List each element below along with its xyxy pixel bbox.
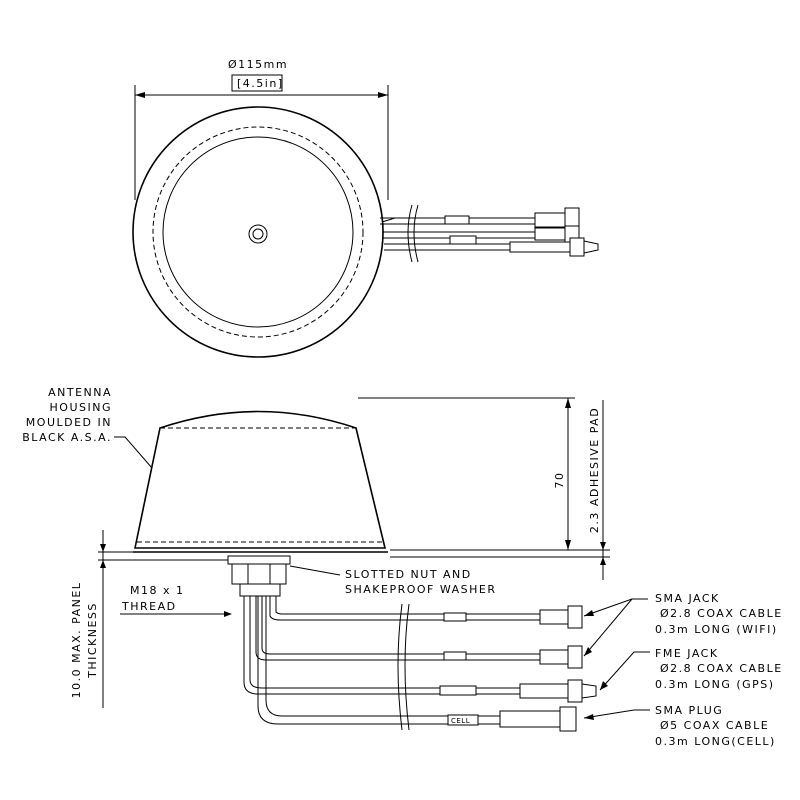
leader-wifi-2-arrow [584, 647, 592, 656]
housing-label-1: ANTENNA [48, 386, 112, 399]
side-view: 70 2.3 ADHESIVE PAD ANTENNA HOUSING MOUL… [22, 386, 783, 748]
connector-sma-jack [539, 609, 569, 625]
pad-arrow-bottom [600, 557, 606, 565]
center-nut-outer [248, 224, 268, 244]
panel-label-1: 10.0 MAX. PANEL [70, 582, 83, 699]
wifi-label-3: 0.3m LONG (WIFI) [655, 623, 778, 636]
break-mark-top-a [407, 204, 413, 263]
leader-wifi-2 [583, 598, 633, 657]
housing-dome [134, 410, 387, 549]
diameter-in-label: [4.5in] [237, 77, 284, 90]
connector-top-2 [534, 227, 566, 241]
housing-inner-dashed-circle [152, 126, 364, 338]
wifi-label-2: Ø2.8 COAX CABLE [660, 607, 783, 620]
leader-gps [599, 651, 650, 691]
housing-label-4: BLACK A.S.A. [22, 431, 112, 444]
top-view: Ø115mm [4.5in] [132, 58, 599, 358]
cable-cell-a [265, 596, 500, 717]
connector-top-1 [534, 212, 566, 228]
height-arrow-top [565, 398, 571, 408]
nut-label-2: SHAKEPROOF WASHER [345, 583, 497, 596]
height-label: 70 [553, 472, 566, 489]
wifi-label-1: SMA JACK [655, 592, 720, 605]
leader-wifi [583, 598, 648, 617]
cable-tag-top-1 [444, 215, 470, 225]
connector-fme-jack [519, 683, 569, 699]
connector-sma-jack-2-nut [567, 645, 583, 669]
diameter-in-box [231, 74, 283, 92]
break-mark-top-b [413, 204, 419, 263]
break-mark-b [404, 603, 410, 731]
connector-fme-jack-nut [567, 679, 583, 703]
connector-top-3 [509, 241, 571, 253]
connector-top-3-tip [583, 240, 599, 254]
tag-gps [439, 685, 477, 696]
housing-label-2: HOUSING [50, 401, 112, 414]
cell-label-1: SMA PLUG [655, 704, 723, 717]
connector-sma-jack-2 [539, 649, 569, 665]
panel-arrow-top [100, 544, 106, 552]
cable-wifi-b [275, 596, 540, 615]
tag-sma2 [443, 651, 467, 661]
arrow-right [378, 92, 388, 98]
cable-tag-top-2 [449, 235, 477, 245]
leader-cell [583, 709, 650, 719]
panel-arrow-bottom [100, 560, 106, 568]
gps-label-2: Ø2.8 COAX CABLE [660, 662, 783, 675]
washer [227, 555, 291, 565]
nut-leader [289, 565, 341, 576]
housing-leader [114, 436, 153, 469]
thread-label-1: M18 x 1 [130, 584, 185, 597]
center-nut-inner [252, 228, 264, 240]
slotted-nut [231, 563, 287, 585]
gps-label-1: FME JACK [655, 647, 719, 660]
cell-label-2: Ø5 COAX CABLE [660, 719, 769, 732]
pad-arrow-top [600, 542, 606, 550]
cable-sma2-a [261, 596, 540, 655]
connector-sma-jack-nut [567, 605, 583, 629]
connector-top-3-nut [569, 237, 585, 257]
cell-label-3: 0.3m LONG(CELL) [655, 735, 776, 748]
connector-sma-plug [499, 710, 561, 728]
cable-gps-b [243, 596, 520, 695]
tag-cell [447, 714, 479, 726]
leader-cell-arrow [584, 714, 594, 720]
thread-stem [239, 583, 281, 597]
tag-wifi [443, 612, 467, 622]
housing-label-3: MOULDED IN [26, 416, 112, 429]
thread-label-2: THREAD [121, 600, 177, 613]
housing-outer-circle [132, 106, 384, 358]
diameter-label: Ø115mm [228, 58, 288, 71]
leader-wifi-arrow [584, 610, 594, 616]
connector-fme-tip [581, 683, 597, 699]
thread-arrow [224, 611, 232, 617]
tag-cell-label: CELL [451, 717, 470, 725]
gps-label-3: 0.3m LONG (GPS) [655, 678, 775, 691]
adhesive-pad-label: 2.3 ADHESIVE PAD [588, 407, 601, 533]
leader-gps-arrow [600, 681, 608, 690]
connector-sma-plug-nut [559, 706, 577, 732]
break-mark-a [397, 603, 403, 731]
height-arrow-bottom [565, 540, 571, 550]
cable-cell-b [257, 596, 500, 725]
panel-label-2: THICKNESS [86, 602, 99, 679]
cable-wifi-a [269, 596, 540, 621]
housing-inner-circle [162, 136, 354, 328]
nut-label-1: SLOTTED NUT AND [345, 568, 472, 581]
arrow-left [135, 92, 145, 98]
cable-exit [381, 217, 410, 223]
cable-gps-a [249, 596, 520, 689]
